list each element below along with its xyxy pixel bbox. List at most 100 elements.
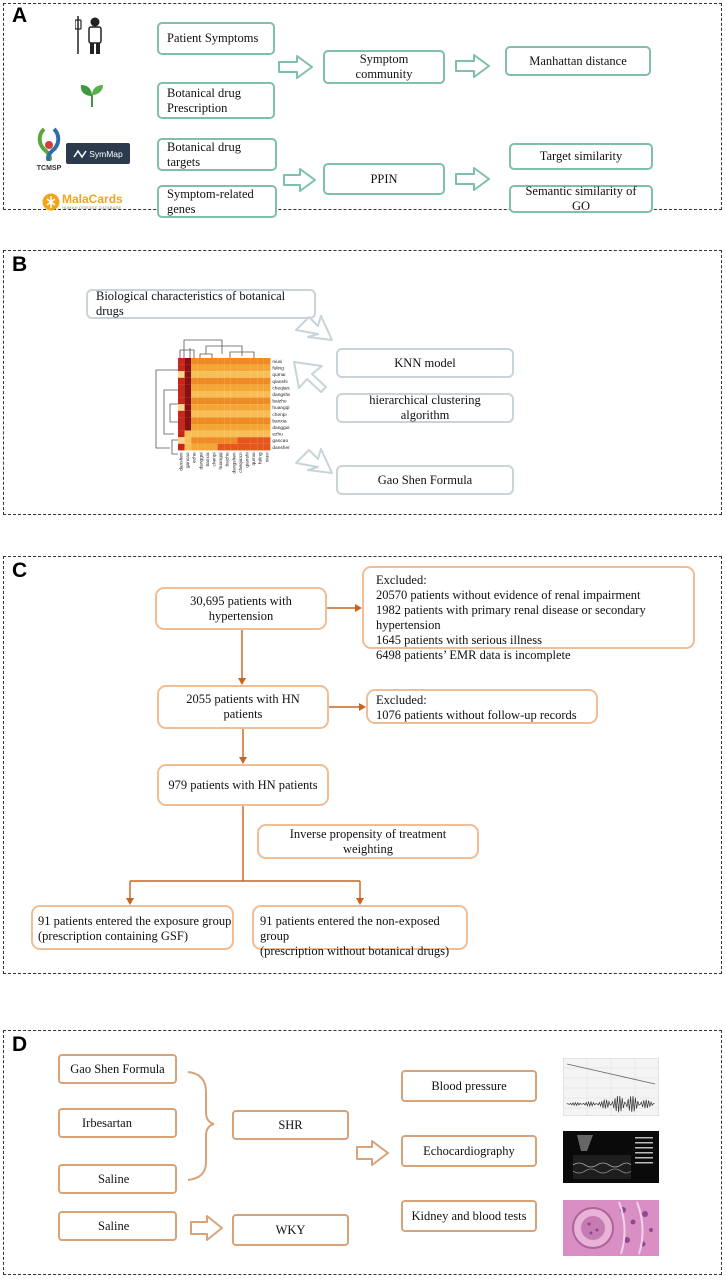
heatmap-cell [230, 410, 238, 418]
hollow-arrow-icon [455, 167, 490, 191]
heatmap-cell [230, 430, 238, 438]
hollow-arrow-icon [190, 1215, 223, 1241]
blood-pressure-trace-image [563, 1058, 659, 1116]
panel-b-label: B [12, 253, 28, 276]
heatmap-cell [263, 364, 271, 372]
heatmap-cell [191, 424, 198, 431]
heatmap-cell [244, 430, 251, 438]
heatmap-cell [204, 364, 211, 372]
heatmap-row-label: ezhu [272, 432, 283, 438]
heatmap-cell [257, 358, 264, 365]
heatmap-cell [211, 371, 218, 378]
heatmap-cell [217, 424, 225, 431]
heatmap-cell [217, 397, 225, 405]
heatmap-cell [184, 377, 192, 385]
heatmap-cell [204, 391, 211, 398]
panel-b [3, 250, 722, 515]
heatmap-row-label: danggui [272, 425, 289, 431]
heatmap-cell [224, 391, 231, 398]
hollow-arrow-icon [455, 54, 490, 78]
heatmap-cell [204, 430, 211, 438]
heatmap-cell [204, 424, 211, 431]
heatmap-cell [224, 430, 231, 438]
heatmap-cell [257, 391, 264, 398]
heatmap-cell [191, 417, 198, 424]
heatmap-cell [178, 404, 185, 411]
heatmap-cell [197, 384, 205, 391]
heatmap-cell [217, 430, 225, 438]
heatmap-cell [184, 424, 192, 431]
malacards-logo: MalaCards HUMAN DISEASE DATABASE [42, 192, 126, 214]
heatmap-cell [197, 430, 205, 438]
heatmap-cell [230, 391, 238, 398]
heatmap-cell [178, 443, 185, 451]
target-similarity-box: Target similarity [509, 143, 653, 170]
heatmap-cell [224, 377, 231, 385]
heatmap-cell [197, 391, 205, 398]
heatmap-cell [191, 430, 198, 438]
heatmap-cell [217, 377, 225, 385]
heatmap-cell [244, 410, 251, 418]
heatmap-cell [217, 417, 225, 424]
heatmap-cell [191, 397, 198, 405]
heatmap-row-label: niuxi [272, 359, 282, 365]
heatmap-cell [250, 371, 258, 378]
heatmap-cell [211, 424, 218, 431]
panel-c [3, 556, 722, 974]
heatmap-cell [224, 371, 231, 378]
heatmap-cell [178, 417, 185, 424]
heatmap-cell [224, 397, 231, 405]
heatmap-cell [250, 397, 258, 405]
heatmap-cell [197, 437, 205, 444]
heatmap-cell [178, 437, 185, 444]
heatmap-cell [244, 371, 251, 378]
heatmap-cell [237, 404, 244, 411]
panel-a-label: A [12, 4, 28, 27]
heatmap-col-label: huangqi [218, 452, 224, 469]
echocardiography-box: Echocardiography [401, 1135, 537, 1167]
hollow-arrow-icon [293, 361, 327, 393]
heatmap-cell [237, 410, 244, 418]
heatmap-cell [178, 391, 185, 398]
ppin-box: PPIN [323, 163, 445, 195]
heatmap-cell [230, 377, 238, 385]
heatmap-cell [184, 430, 192, 438]
patient-icon [75, 16, 102, 54]
shr-box: SHR [232, 1110, 349, 1140]
heatmap-cell [237, 417, 244, 424]
heatmap-cell [237, 371, 244, 378]
gao-shen-formula-box: Gao Shen Formula [336, 465, 514, 495]
semantic-similarity-box: Semantic similarity of GO [509, 184, 653, 213]
heatmap-cell [197, 424, 205, 431]
heatmap-cell [244, 391, 251, 398]
heatmap-cell [178, 358, 185, 365]
heatmap-cell [244, 443, 251, 451]
heatmap-cell [197, 364, 205, 372]
heatmap-row-label: huangqi [272, 405, 289, 411]
heatmap-cell [224, 358, 231, 365]
heatmap-col-label: baizhu [225, 452, 231, 466]
heatmap-cell [184, 437, 192, 444]
heatmap-cell [244, 424, 251, 431]
irbesartan-box: Irbesartan [58, 1108, 177, 1138]
heatmap-cell [191, 437, 198, 444]
heatmap-col-label: qumai [251, 452, 257, 465]
heatmap-cell [184, 410, 192, 418]
heatmap-cell [211, 410, 218, 418]
kidney-blood-tests-box: Kidney and blood tests [401, 1200, 537, 1232]
heatmap-cell [263, 371, 271, 378]
heatmap-cell [257, 371, 264, 378]
arrowhead-icon [355, 604, 362, 612]
heatmap-cell [184, 391, 192, 398]
heatmap-cell [204, 384, 211, 391]
heatmap-cell [191, 384, 198, 391]
heatmap-cell [197, 404, 205, 411]
heatmap-cell [237, 430, 244, 438]
nonexposed-group-box: 91 patients entered the non-exposed grou… [252, 905, 468, 958]
heatmap-cell [217, 437, 225, 444]
heatmap-cell [257, 364, 264, 372]
heatmap-cell [237, 424, 244, 431]
heatmap-cell [237, 358, 244, 365]
heatmap-cell [197, 397, 205, 405]
heatmap-cell [178, 397, 185, 405]
